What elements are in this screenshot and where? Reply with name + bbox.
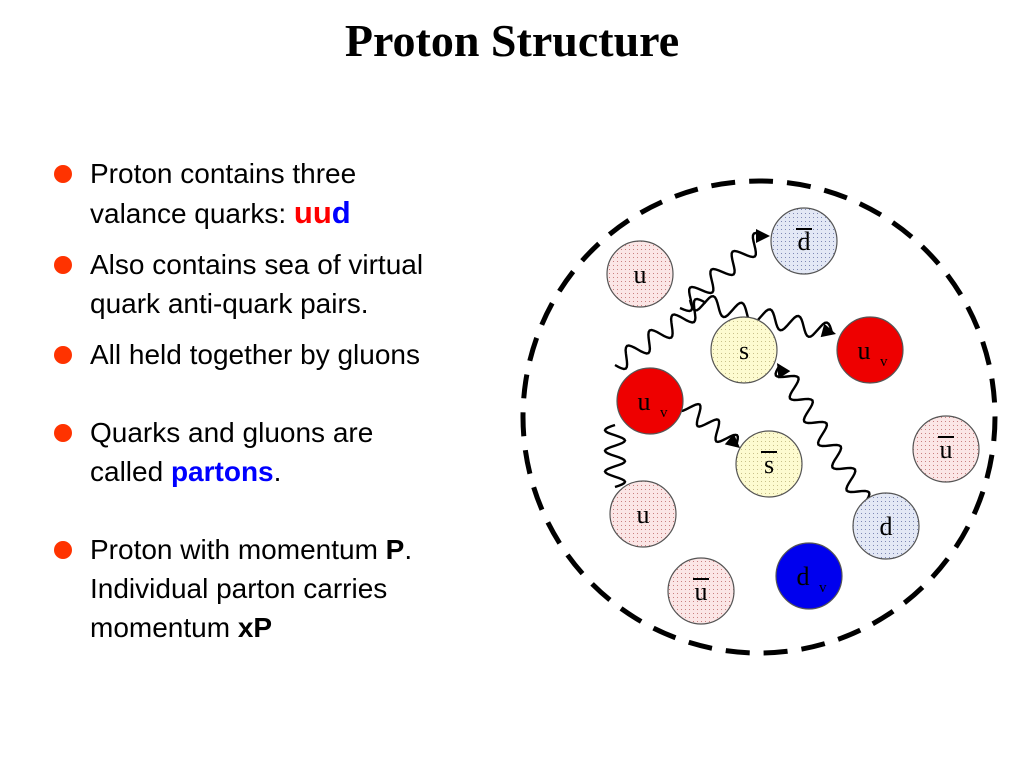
partons-term: partons xyxy=(170,456,274,487)
quark-label: d xyxy=(798,227,811,256)
bullet-text: Proton contains three valance quarks: uu… xyxy=(90,158,357,230)
bullet-dot-icon xyxy=(54,541,72,559)
quark-circle xyxy=(836,316,904,384)
gluon-to-dbar xyxy=(679,231,766,313)
quark-circle xyxy=(912,415,980,483)
bullet-dot-icon xyxy=(54,165,72,183)
quark-circle xyxy=(775,542,843,610)
bullet-item-momentum: Proton with momentum P. Individual parto… xyxy=(54,530,524,647)
quark-s-center: s xyxy=(710,316,778,384)
quark-dbar-top: d xyxy=(770,207,838,275)
quark-label: s xyxy=(764,450,774,479)
proton-boundary xyxy=(520,178,998,656)
quark-label: u xyxy=(638,387,651,416)
gluon-arrowheads xyxy=(724,229,836,448)
arrowhead-icon xyxy=(724,433,740,448)
quark-circle xyxy=(609,480,677,548)
arrowhead-icon xyxy=(756,229,770,243)
quark-circle xyxy=(606,240,674,308)
quark-circle xyxy=(616,367,684,435)
gluon-left-upper xyxy=(614,297,707,371)
quark-label: s xyxy=(739,336,749,365)
quark-circle xyxy=(735,430,803,498)
valence-d: d xyxy=(331,195,351,230)
quark-label: u xyxy=(695,577,708,606)
quark-label: d xyxy=(797,562,810,591)
quark-label: u xyxy=(940,435,953,464)
quark-u-bottom: u xyxy=(609,480,677,548)
bullet-list: Proton contains three valance quarks: uu… xyxy=(54,154,524,647)
bullet-dot-icon xyxy=(54,256,72,274)
bullet-text: Also contains sea of virtual quark anti-… xyxy=(90,249,424,319)
bullet-item-sea: Also contains sea of virtual quark anti-… xyxy=(54,245,524,323)
quark-subscript: v xyxy=(660,405,668,421)
arrowhead-icon xyxy=(777,363,791,379)
quark-u-left: u xyxy=(606,240,674,308)
bullet-item-valence: Proton contains three valance quarks: uu… xyxy=(54,154,524,233)
bullet-text: All held together by gluons xyxy=(90,339,420,370)
gluon-to-uv-right xyxy=(688,294,834,339)
quark-subscript: v xyxy=(880,354,888,370)
bullet-dot-icon xyxy=(54,346,72,364)
quark-d-right: d xyxy=(852,492,920,560)
quark-label: u xyxy=(858,336,871,365)
arrowhead-icon xyxy=(820,323,836,338)
quark-ubar-bottom: u xyxy=(667,557,735,625)
quark-label: u xyxy=(637,500,650,529)
page-title: Proton Structure xyxy=(344,15,680,66)
bullet-item-gluons: All held together by gluons xyxy=(54,335,524,374)
bullet-item-partons: Quarks and gluons are called partons. xyxy=(54,413,524,491)
valence-uu: uu xyxy=(293,195,332,230)
quark-circle xyxy=(667,557,735,625)
quark-label: u xyxy=(634,260,647,289)
quark-sbar-center: s xyxy=(735,430,803,498)
quark-circle xyxy=(710,316,778,384)
bullet-text: Quarks and gluons are called partons. xyxy=(90,417,374,487)
quark-ubar-right: u xyxy=(912,415,980,483)
quark-circle xyxy=(852,492,920,560)
gluon-lines xyxy=(603,231,871,504)
gluon-to-s xyxy=(774,364,871,504)
gluon-left-lower xyxy=(603,423,627,489)
quark-circle xyxy=(770,207,838,275)
bullet-dot-icon xyxy=(54,424,72,442)
gluon-to-sbar xyxy=(676,399,740,447)
quark-label: d xyxy=(880,512,893,541)
quark-subscript: v xyxy=(819,580,827,596)
bullet-text: Proton with momentum P. Individual parto… xyxy=(90,534,413,643)
